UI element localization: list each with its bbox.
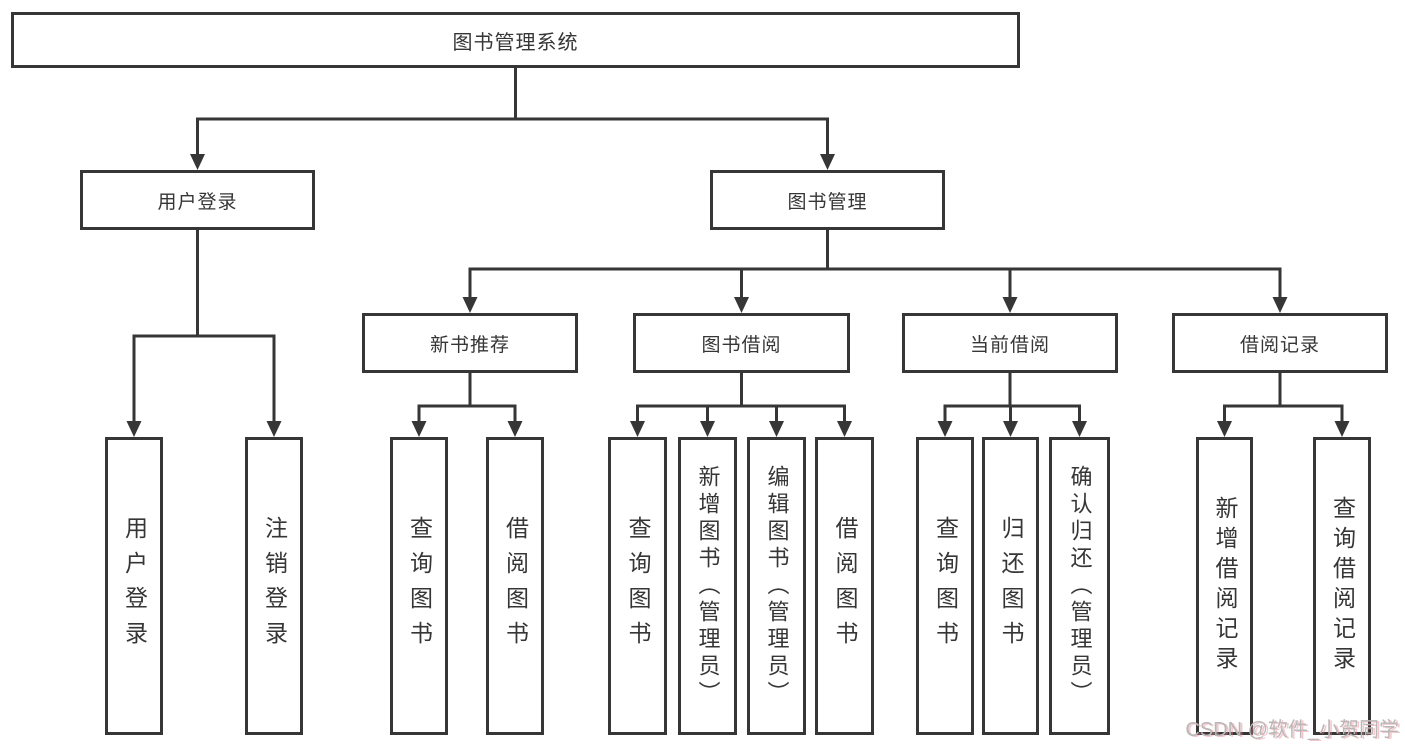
node-user-login: 用户登录 [80, 170, 315, 230]
arrow-down-icon [837, 421, 852, 437]
node-label: 借阅图书 [832, 516, 858, 656]
leaf-edit-books-admin: 编辑图书（管理员） [747, 437, 806, 735]
node-label: 用户登录 [157, 191, 238, 213]
arrow-down-icon [820, 154, 835, 170]
node-label: 新书推荐 [429, 334, 510, 356]
node-label: 当前借阅 [969, 334, 1050, 356]
node-label: 图书借阅 [701, 334, 782, 356]
connector-new-book-group [411, 373, 523, 437]
arrow-down-icon [769, 421, 784, 437]
arrow-down-icon [630, 421, 645, 437]
arrow-down-icon [411, 421, 427, 437]
node-label: 新增图书（管理员） [695, 464, 721, 708]
leaf-add-books-admin: 新增图书（管理员） [678, 437, 737, 735]
node-label: 编辑图书（管理员） [764, 464, 790, 708]
arrow-down-icon [1072, 421, 1087, 437]
connector-root-to-level2 [190, 68, 835, 170]
node-label: 归还图书 [998, 516, 1024, 656]
arrow-down-icon [734, 297, 749, 313]
connector-book-borrow-group [630, 373, 852, 437]
arrow-down-icon [126, 421, 142, 437]
arrow-down-icon [700, 421, 715, 437]
leaf-user-login: 用户登录 [105, 437, 163, 735]
node-label: 查询图书 [932, 516, 959, 656]
leaf-query-books-2: 查询图书 [608, 437, 667, 735]
node-label: 查询借阅记录 [1329, 496, 1356, 676]
leaf-borrow-books-2: 借阅图书 [815, 437, 874, 735]
arrow-down-icon [1334, 421, 1350, 437]
arrow-down-icon [1217, 421, 1232, 437]
arrow-down-icon [507, 421, 523, 437]
leaf-query-books-3: 查询图书 [916, 437, 974, 735]
leaf-borrow-books-1: 借阅图书 [486, 437, 544, 735]
node-label: 注销登录 [261, 516, 288, 656]
connector-book-mgmt-to-level3 [462, 230, 1288, 313]
arrow-down-icon [1272, 297, 1288, 313]
leaf-query-borrow-record: 查询借阅记录 [1313, 437, 1371, 735]
arrow-down-icon [462, 297, 478, 313]
node-label: 借阅记录 [1239, 334, 1320, 356]
node-book-borrow: 图书借阅 [633, 313, 850, 373]
node-label: 新增借阅记录 [1212, 496, 1238, 676]
leaf-logout: 注销登录 [245, 437, 303, 735]
arrow-down-icon [1003, 421, 1018, 437]
node-borrow-record: 借阅记录 [1172, 313, 1388, 373]
node-current-borrow: 当前借阅 [902, 313, 1118, 373]
node-label: 用户登录 [121, 516, 148, 656]
arrow-down-icon [937, 421, 953, 437]
leaf-return-books: 归还图书 [982, 437, 1039, 735]
leaf-add-borrow-record: 新增借阅记录 [1196, 437, 1253, 735]
node-label: 图书管理 [787, 191, 868, 213]
arrow-down-icon [190, 154, 205, 170]
node-label: 图书管理系统 [452, 31, 579, 54]
node-label: 确认归还（管理员） [1067, 464, 1093, 708]
connector-current-borrow-group [937, 373, 1087, 437]
node-label: 查询图书 [625, 516, 651, 656]
leaf-query-books-1: 查询图书 [390, 437, 448, 735]
node-new-book-recommend: 新书推荐 [362, 313, 578, 373]
node-label: 查询图书 [406, 516, 433, 656]
node-label: 借阅图书 [502, 516, 529, 656]
connector-user-login-group [126, 230, 282, 437]
arrow-down-icon [1002, 297, 1018, 313]
leaf-confirm-return-admin: 确认归还（管理员） [1049, 437, 1110, 735]
node-root-system: 图书管理系统 [11, 12, 1020, 68]
node-book-management: 图书管理 [710, 170, 945, 230]
connector-borrow-record-group [1217, 373, 1350, 437]
arrow-down-icon [266, 421, 282, 437]
watermark: CSDN @软件_小贺同学 [1185, 719, 1399, 741]
